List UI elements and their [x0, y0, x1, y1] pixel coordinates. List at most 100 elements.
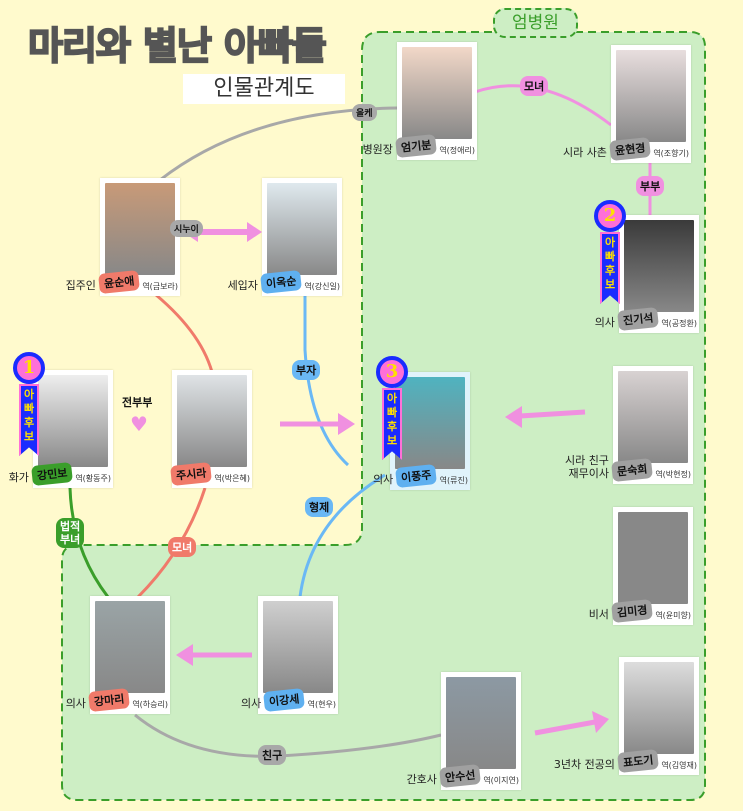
line-brothers	[298, 473, 386, 598]
character-role: 의사	[594, 316, 615, 329]
actor-name: 역(강신일)	[304, 282, 340, 291]
character-role: 3년차 전공의	[553, 758, 615, 771]
drama-title: 마 리 와 별 난 아 빠 들	[27, 22, 328, 70]
actor-name: 역(하승리)	[132, 700, 168, 709]
character-photo	[618, 371, 688, 463]
ribbon-text: 아빠후보	[382, 388, 402, 460]
rel-mother-daughter-top: 모녀	[520, 76, 549, 96]
character-role: 의사	[65, 697, 86, 710]
line-landlady-sira	[149, 288, 214, 373]
character-role: 시라 사촌	[562, 146, 607, 159]
character-role: 시라 친구 재무이사	[564, 454, 609, 480]
character-photo	[616, 50, 686, 142]
rel-sister-in-law: 시누이	[170, 220, 203, 237]
actor-name: 역(금보라)	[142, 282, 178, 291]
character-photo	[624, 662, 694, 754]
ribbon-medal-icon: 1	[13, 352, 45, 384]
broken-heart-icon: ♥	[130, 412, 148, 436]
candidate-ribbon-1: 1 아빠후보	[13, 352, 45, 456]
arrow-sukhee-pungju	[519, 409, 586, 419]
character-photo	[105, 183, 175, 275]
name-badge: 안수선	[439, 763, 482, 789]
title-char: 난	[176, 23, 213, 69]
character-photo	[402, 47, 472, 139]
arrowhead	[592, 711, 609, 733]
actor-name: 역(류진)	[439, 476, 468, 485]
character-photo	[446, 677, 516, 769]
actor-name: 역(현우)	[307, 700, 336, 709]
character-photo	[263, 601, 333, 693]
character-role: 비서	[588, 608, 609, 621]
arrowhead	[338, 413, 355, 435]
ribbon-medal-icon: 3	[376, 356, 408, 388]
arrow-suseon-dogi	[534, 719, 596, 736]
candidate-ribbon-3: 3 아빠후보	[376, 356, 408, 460]
character-role: 화가	[8, 471, 29, 484]
name-badge: 윤현경	[609, 136, 652, 162]
name-badge: 엄기분	[395, 133, 438, 159]
name-badge: 강민보	[31, 461, 74, 487]
hospital-label: 엄병원	[493, 8, 578, 38]
character-role: 의사	[241, 697, 262, 710]
character-photo	[95, 601, 165, 693]
name-badge: 이강세	[263, 687, 306, 713]
actor-name: 역(조향기)	[653, 149, 689, 158]
actor-name: 역(공정환)	[661, 319, 697, 328]
character-role: 세입자	[227, 279, 258, 292]
rel-friends: 친구	[258, 745, 287, 765]
rel-legal-father-daughter: 법적 부녀	[56, 518, 85, 548]
candidate-ribbon-2: 2 아빠후보	[594, 200, 626, 304]
name-badge: 표도기	[617, 748, 660, 774]
character-role: 의사	[373, 473, 394, 486]
character-photo	[177, 375, 247, 467]
rel-married: 부부	[636, 176, 665, 196]
character-photo	[618, 512, 688, 604]
title-char: 리	[61, 23, 98, 69]
rel-in-law: 올케	[352, 104, 377, 121]
actor-name: 역(정애리)	[439, 146, 475, 155]
character-photo	[267, 183, 337, 275]
name-badge: 김미경	[611, 598, 654, 624]
title-char: 별	[142, 23, 179, 69]
name-badge: 이옥순	[260, 269, 303, 295]
title-char: 들	[291, 23, 328, 69]
line-father-son	[303, 290, 350, 467]
title-char: 아	[223, 23, 260, 69]
rel-ex-couple: 전부부	[122, 396, 153, 409]
actor-name: 역(박은혜)	[214, 474, 250, 483]
subtitle: 인물관계도	[183, 74, 345, 104]
rel-mother-daughter: 모녀	[168, 537, 197, 557]
name-badge: 문숙희	[611, 457, 654, 483]
name-badge: 진기석	[617, 306, 660, 332]
actor-name: 역(김영재)	[661, 761, 697, 770]
character-role: 간호사	[406, 773, 437, 786]
name-badge: 강마리	[88, 687, 131, 713]
name-badge: 윤순애	[98, 269, 141, 295]
actor-name: 역(황동주)	[75, 474, 111, 483]
actor-name: 역(이지연)	[483, 776, 519, 785]
rel-brothers: 형제	[305, 497, 334, 517]
title-char: 빠	[257, 23, 294, 69]
